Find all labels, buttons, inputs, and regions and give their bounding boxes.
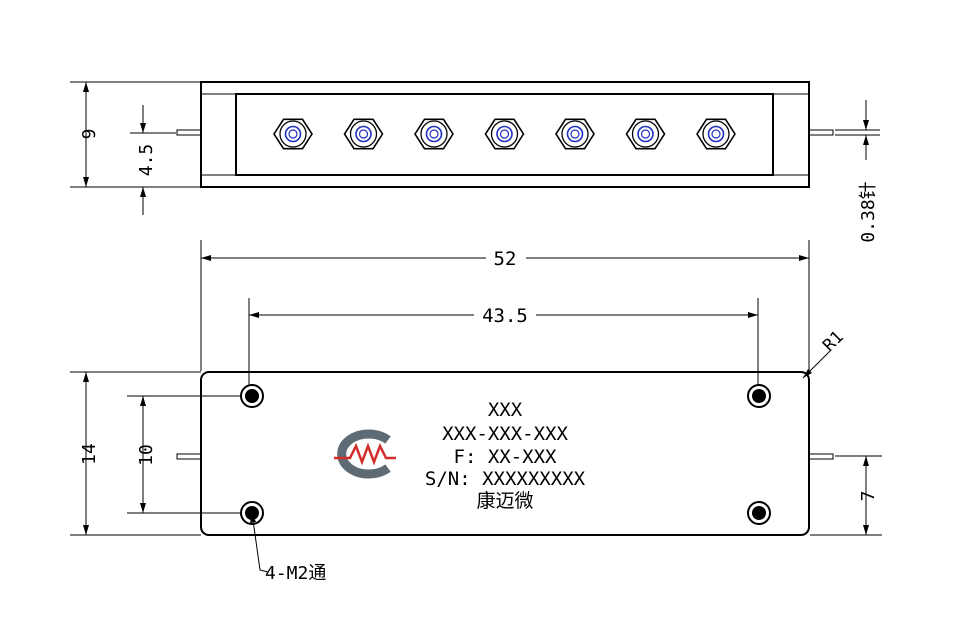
- sma-connector: [696, 118, 736, 150]
- mount-hole-callout: 4-M2通: [250, 512, 326, 584]
- front-left-pin: [176, 453, 202, 460]
- top-view: [176, 81, 834, 188]
- sma-connector: [414, 118, 454, 150]
- company-logo-icon: [334, 429, 396, 479]
- right-pin: [808, 129, 834, 136]
- total-length-label: 52: [494, 248, 517, 270]
- sma-connector: [484, 118, 525, 150]
- label-line-3: F: XX-XXX: [454, 446, 558, 468]
- corner-radius-callout: R1: [802, 327, 848, 379]
- sma-connector: [343, 118, 384, 150]
- label-line-5: 康迈微: [476, 490, 533, 512]
- body-height-dimension: 14: [70, 371, 201, 536]
- mount-hole-top-left: [240, 384, 264, 408]
- mount-hole-bottom-right: [747, 501, 771, 525]
- hole-spacing-y-label: 10: [136, 444, 157, 466]
- front-right-pin: [808, 453, 834, 460]
- hole-spacing-y-dimension: 10: [127, 395, 241, 514]
- left-pin: [176, 129, 202, 136]
- label-line-1: XXX: [488, 399, 523, 421]
- sma-connector: [273, 118, 313, 150]
- label-line-2: XXX-XXX-XXX: [442, 423, 568, 445]
- pin-diameter-dimension: 0.38针: [835, 100, 880, 243]
- pin-offset-label: 7: [858, 491, 879, 502]
- top-height-dimension: 9: [70, 81, 200, 188]
- label-line-4: S/N: XXXXXXXXX: [425, 468, 586, 490]
- hole-spacing-x-label: 43.5: [482, 305, 528, 327]
- corner-radius-label: R1: [819, 327, 848, 356]
- sma-connector: [625, 118, 666, 150]
- body-height-label: 14: [79, 443, 100, 465]
- top-view-inner-panel: [235, 93, 774, 176]
- total-length-dimension: 52: [200, 240, 810, 371]
- top-half-dimension: 4.5: [130, 105, 176, 215]
- sma-connector: [555, 118, 595, 150]
- top-view-outline: [200, 81, 810, 188]
- front-view: XXX XXX-XXX-XXX F: XX-XXX S/N: XXXXXXXXX…: [176, 371, 834, 536]
- connector-row: [273, 118, 736, 150]
- pin-offset-dimension: 7: [810, 455, 882, 536]
- top-half-label: 4.5: [136, 144, 157, 177]
- pin-diameter-label: 0.38针: [858, 181, 879, 242]
- mount-hole-label: 4-M2通: [265, 563, 326, 584]
- hole-spacing-x-dimension: 43.5: [248, 298, 759, 385]
- top-height-label: 9: [79, 129, 100, 140]
- mount-hole-top-right: [747, 384, 771, 408]
